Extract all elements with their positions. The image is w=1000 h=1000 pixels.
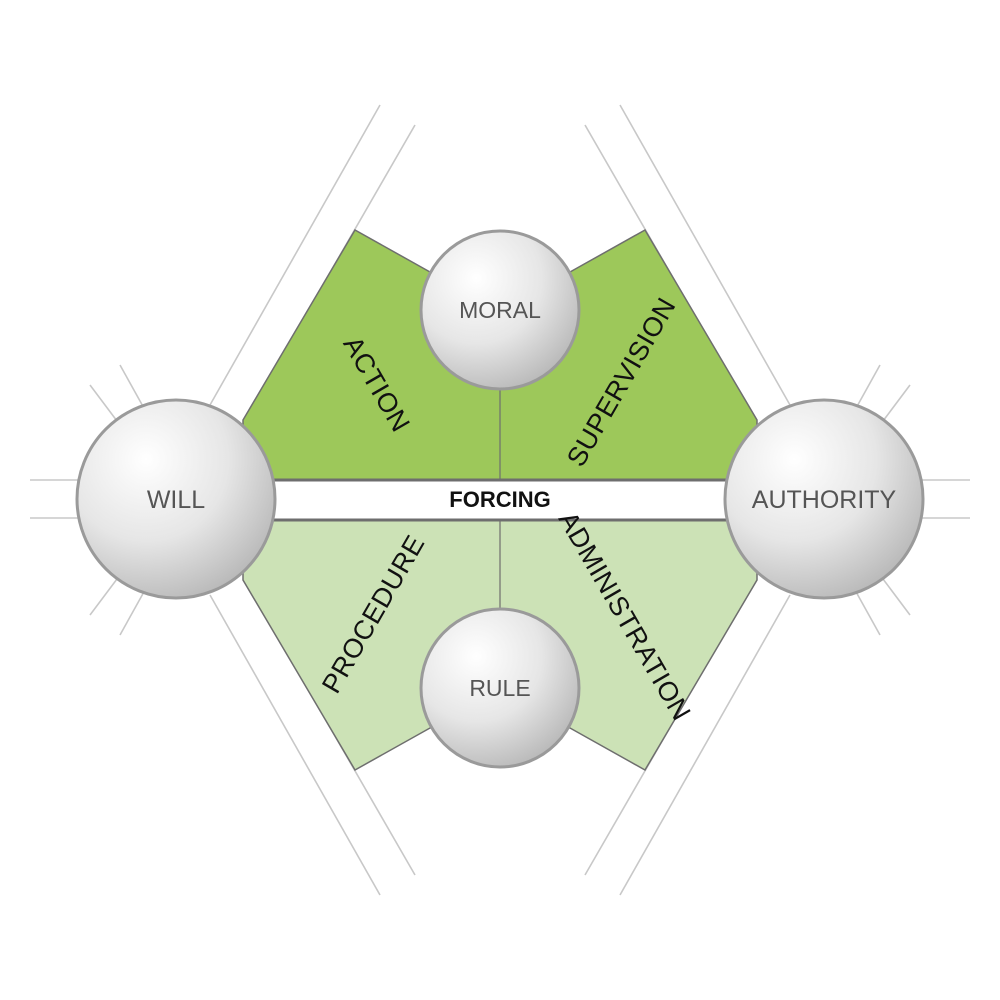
node-moral: MORAL — [419, 229, 581, 391]
guide-line — [89, 384, 121, 426]
authority-label: AUTHORITY — [752, 486, 897, 514]
guide-line — [854, 364, 881, 411]
will-label: WILL — [147, 486, 205, 514]
guide-line — [119, 364, 146, 411]
guide-line — [209, 594, 381, 896]
guide-line — [879, 574, 911, 616]
node-will: WILL — [75, 398, 277, 600]
node-authority: AUTHORITY — [723, 398, 925, 600]
node-rule: RULE — [419, 607, 581, 769]
guide-line — [619, 594, 791, 896]
guide-line — [119, 589, 146, 636]
guide-line — [619, 104, 791, 406]
guide-line — [879, 384, 911, 426]
guide-line — [209, 104, 381, 406]
forcing-label: FORCING — [449, 487, 550, 512]
rule-label: RULE — [469, 675, 530, 701]
moral-label: MORAL — [459, 297, 541, 323]
guide-line — [89, 574, 121, 616]
guide-line — [854, 589, 881, 636]
